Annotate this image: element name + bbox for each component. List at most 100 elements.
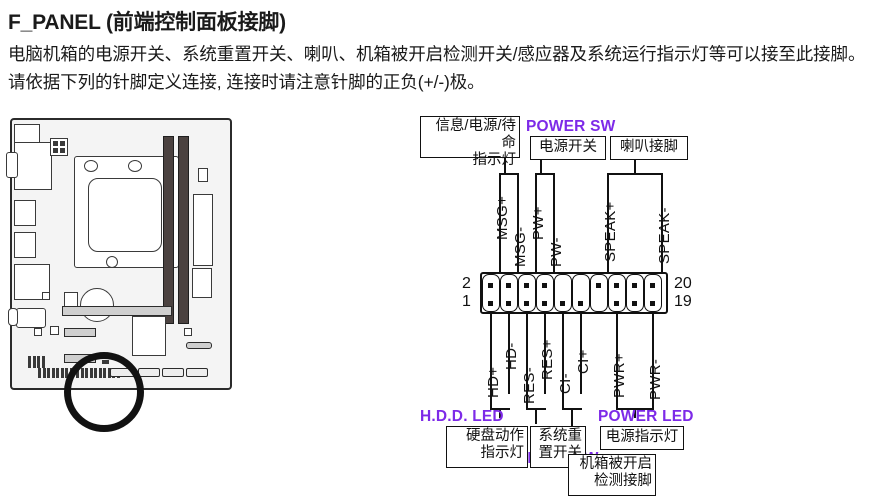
bracket-stem-hdd <box>499 408 501 418</box>
header-cell <box>536 274 554 312</box>
io-port-vga-connector <box>6 152 18 178</box>
pin-dot <box>632 301 637 306</box>
front-usb-header <box>192 268 212 298</box>
atx-12v-pin <box>53 148 58 153</box>
pin-number-bottom-right: 19 <box>674 293 692 310</box>
pin-dot <box>632 283 637 288</box>
header-cell <box>644 274 662 312</box>
pin-dot <box>614 283 619 288</box>
standoff-hole <box>50 326 59 335</box>
label-power-led: POWER LED <box>598 408 694 425</box>
pin-label-ci-plus: CI+ <box>575 349 592 374</box>
bracket-stem-reset <box>535 408 537 424</box>
pin-stem-msg-minus <box>517 173 519 274</box>
atx-12v-pin <box>60 148 65 153</box>
pin-label-pw-minus: PW- <box>548 237 565 267</box>
standoff-hole <box>42 292 50 300</box>
pin-dot <box>524 283 529 288</box>
pin-label-hd-minus: HD- <box>503 342 520 370</box>
fan-header-cpu <box>198 168 208 182</box>
pin-dot <box>488 283 493 288</box>
pin-dot <box>506 301 511 306</box>
pin-dot <box>542 301 547 306</box>
pin-stem-hd-plus <box>490 312 492 410</box>
sata-port-group <box>186 342 212 349</box>
header-cell <box>500 274 518 312</box>
pin-stem-speak-minus <box>661 173 663 274</box>
pin-label-pwr-plus: PWR+ <box>611 353 628 398</box>
box-speaker: 喇叭接脚 <box>610 136 688 160</box>
pin-number-top-right: 20 <box>674 275 692 292</box>
pin-stem-pw-minus <box>553 173 555 274</box>
box-power-sw: 电源开关 <box>530 136 606 160</box>
pin-stem-hd-minus <box>508 312 510 394</box>
pin-label-speak-plus: SPEAK+ <box>602 201 619 262</box>
bracket-rail-msg <box>499 173 519 175</box>
motherboard-illustration <box>6 116 236 432</box>
page-description: 电脑机箱的电源开关、系统重置开关、喇叭、机箱被开启检测开关/感应器及系统运行指示… <box>8 44 866 92</box>
atx-12v-pin <box>60 141 65 146</box>
header-cell <box>626 274 644 312</box>
standoff-hole <box>184 328 192 336</box>
pin-dot <box>542 283 547 288</box>
dimm-slot-2 <box>178 136 189 324</box>
cpu-socket-lever <box>128 160 142 172</box>
f-panel-pin-diagram: 信息/电源/待命 指示灯 电源开关 喇叭接脚 POWER SW MSG+ MSG… <box>418 112 874 498</box>
bottom-connector-3 <box>162 368 184 377</box>
pin-dot <box>524 301 529 306</box>
pin-stem-speak-plus <box>607 173 609 274</box>
io-port-usb-upper <box>14 200 36 226</box>
pin-stem-ci-plus <box>580 312 582 394</box>
cpu-socket-lever <box>84 160 98 172</box>
f-panel-highlight-circle <box>64 352 144 432</box>
label-power-sw: POWER SW <box>526 118 616 135</box>
pin-dot <box>614 301 619 306</box>
page-title: F_PANEL (前端控制面板接脚) <box>8 11 286 34</box>
header-cell <box>590 274 608 312</box>
box-ci: 机箱被开启 检测接脚 <box>568 454 656 496</box>
box-msg-led: 信息/电源/待命 指示灯 <box>420 116 520 168</box>
bracket-stem-pwrled <box>634 408 636 418</box>
pin-label-res-plus: RES+ <box>539 339 556 380</box>
header-cell <box>554 274 572 312</box>
pin-label-msg-minus: MSG- <box>512 226 529 267</box>
dimm-slot-1 <box>163 136 174 324</box>
pin-label-pw-plus: PW+ <box>530 206 547 240</box>
pin-label-pwr-minus: PWR- <box>647 358 664 400</box>
audio-front-header <box>28 356 45 368</box>
pin-stem-pwr-plus <box>616 312 618 410</box>
cmos-battery <box>80 288 114 322</box>
box-reset-sw: 系统重 置开关 <box>530 426 586 468</box>
box-hdd-led: 硬盘动作 指示灯 <box>446 426 528 468</box>
pin-label-msg-plus: MSG+ <box>494 195 511 240</box>
cpu-socket <box>88 178 162 252</box>
bracket-rail-pw <box>535 173 555 175</box>
pin-dot <box>560 301 565 306</box>
pin-label-speak-minus: SPEAK- <box>656 207 673 264</box>
pin-stem-msg-plus <box>499 173 501 274</box>
pin-stem-res-minus <box>526 312 528 410</box>
header-cell <box>608 274 626 312</box>
bracket-stem-speak <box>634 160 636 174</box>
standoff-hole <box>34 328 42 336</box>
header-cell <box>572 274 590 312</box>
atx-24pin-connector <box>193 194 213 266</box>
pin-stem-ci-minus <box>562 312 564 410</box>
io-port-audio <box>16 308 46 328</box>
io-port-vga-block <box>14 142 52 190</box>
pin-label-hd-plus: HD+ <box>485 366 502 398</box>
pcie-x16-slot <box>62 306 172 316</box>
pin-label-res-minus: RES- <box>521 366 538 404</box>
bracket-stem-msg <box>504 158 506 174</box>
pin-number-top-left: 2 <box>462 275 471 292</box>
cpu-socket-screw <box>106 256 118 268</box>
header-cell <box>482 274 500 312</box>
pin-dot <box>650 283 655 288</box>
pin-dot <box>488 301 493 306</box>
chipset-heatsink <box>132 316 166 356</box>
pin-dot <box>650 301 655 306</box>
header-cell <box>518 274 536 312</box>
pin-dot <box>578 301 583 306</box>
pin-dot <box>506 283 511 288</box>
bracket-stem-pw <box>540 160 542 174</box>
